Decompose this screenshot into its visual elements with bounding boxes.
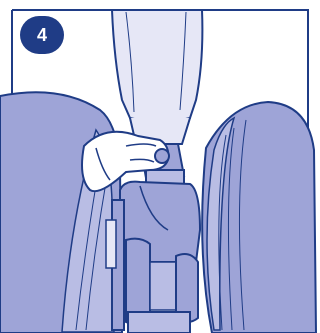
step-number-badge: 4 xyxy=(20,16,64,54)
left-wheel-illustration xyxy=(0,92,122,333)
right-wheel-illustration xyxy=(202,102,316,333)
release-button-illustration xyxy=(155,149,169,163)
tool-body-illustration xyxy=(112,10,202,144)
step-number: 4 xyxy=(37,26,47,44)
